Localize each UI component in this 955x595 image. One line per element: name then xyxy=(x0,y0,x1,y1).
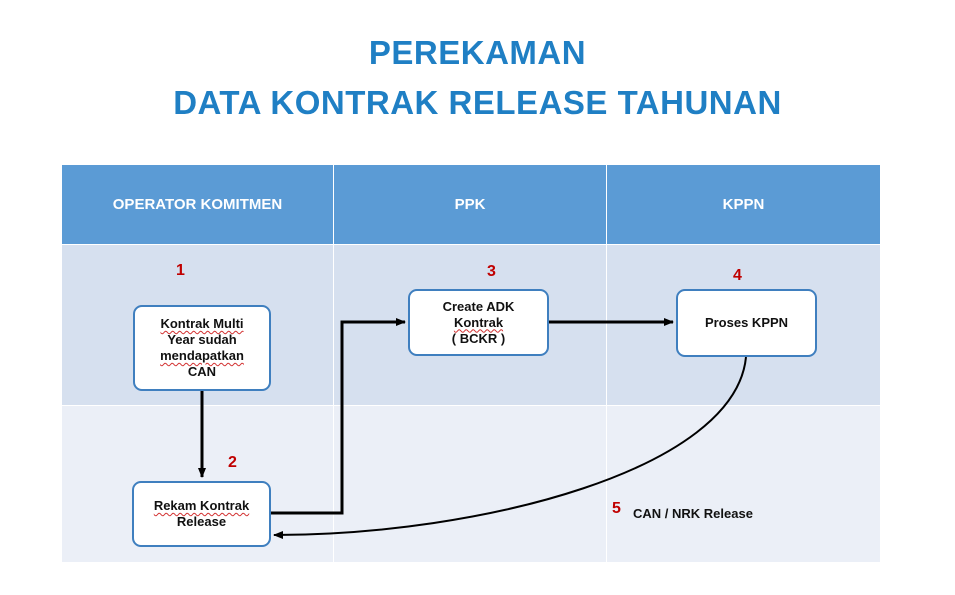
title-line-1: PEREKAMAN xyxy=(368,34,587,71)
step-number-2: 2 xyxy=(228,454,237,471)
step-5-label: CAN / NRK Release xyxy=(633,506,753,521)
step-box-create-adk-kontrak: Create ADK Kontrak ( BCKR ) xyxy=(408,289,549,356)
lane-header-kppn: KPPN xyxy=(607,165,880,244)
lane-header-ppk: PPK xyxy=(334,165,606,244)
title-line-2: DATA KONTRAK RELEASE TAHUNAN xyxy=(173,84,782,121)
step-4-line-1: Proses KPPN xyxy=(704,315,789,330)
step-1-line-1: Kontrak Multi xyxy=(160,316,244,331)
step-1-line-4: CAN xyxy=(187,364,217,379)
lane-header-operator-komitmen: OPERATOR KOMITMEN xyxy=(62,165,333,244)
step-3-line-2: Kontrak xyxy=(453,314,504,330)
step-1-line-2: Year sudah xyxy=(167,332,236,348)
lane-divider-1 xyxy=(333,165,334,562)
arrow-step2-to-step3 xyxy=(271,318,406,515)
lane-divider-2 xyxy=(606,165,607,562)
step-2-line-1: Rekam Kontrak xyxy=(153,498,250,513)
step-1-line-3: mendapatkan xyxy=(160,348,244,363)
step-box-kontrak-multi-year: Kontrak Multi Year sudah mendapatkan CAN xyxy=(133,305,271,391)
step-1-line-2-text: Year sudah xyxy=(167,332,237,347)
step-3-line-3: ( BCKR ) xyxy=(451,330,506,346)
step-number-1: 1 xyxy=(176,262,185,279)
step-number-3: 3 xyxy=(487,263,496,280)
step-number-5: 5 xyxy=(612,500,621,517)
arrow-step4-to-step2 xyxy=(273,356,747,539)
step-number-4: 4 xyxy=(733,267,742,284)
step-box-proses-kppn: Proses KPPN xyxy=(676,289,817,357)
step-3-line-1: Create ADK xyxy=(442,298,515,314)
step-2-line-2: Release xyxy=(176,514,227,529)
step-box-rekam-kontrak-release: Rekam Kontrak Release xyxy=(132,481,271,547)
